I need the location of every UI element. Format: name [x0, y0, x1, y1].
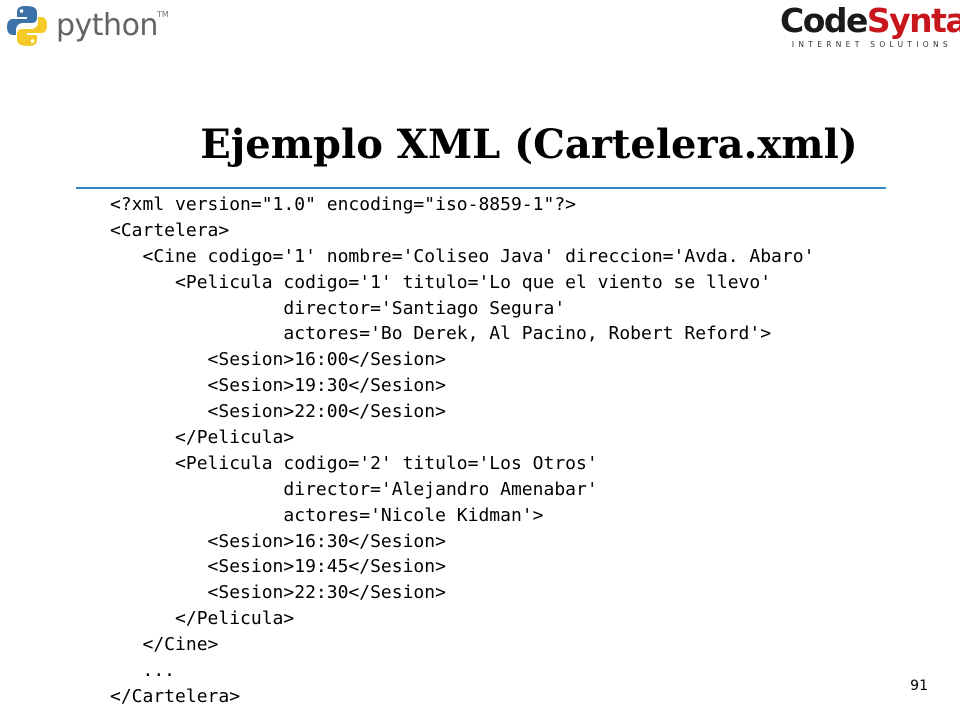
code-line: ...: [110, 660, 176, 682]
code-line: </Cartelera>: [110, 685, 241, 707]
code-line: <Sesion>19:30</Sesion>: [110, 375, 446, 397]
code-line: director='Alejandro Amenabar': [110, 478, 598, 500]
python-snake-icon: [7, 6, 47, 46]
codesyntax-syntax-part: Syntax: [866, 1, 960, 40]
code-line: <Cartelera>: [110, 219, 230, 241]
code-line: <Sesion>22:30</Sesion>: [110, 582, 446, 604]
code-line: <Sesion>16:00</Sesion>: [110, 349, 446, 371]
code-line: </Pelicula>: [110, 427, 295, 449]
code-line: <Sesion>22:00</Sesion>: [110, 401, 446, 423]
slide-title: Ejemplo XML (Cartelera.xml): [200, 121, 858, 168]
code-line: <Pelicula codigo='2' titulo='Los Otros': [110, 452, 598, 474]
page-number: 91: [910, 678, 928, 694]
code-line: <Sesion>16:30</Sesion>: [110, 530, 446, 552]
code-line: actores='Nicole Kidman'>: [110, 504, 544, 526]
codesyntax-logo: CodeSyntax INTERNET SOLUTIONS: [780, 1, 960, 54]
code-line: actores='Bo Derek, Al Pacino, Robert Ref…: [110, 323, 772, 345]
code-line: </Pelicula>: [110, 608, 295, 630]
code-line: <?xml version="1.0" encoding="iso-8859-1…: [110, 194, 576, 215]
python-logo: python TM: [6, 4, 176, 48]
code-line: director='Santiago Segura': [110, 297, 566, 319]
code-line: <Sesion>19:45</Sesion>: [110, 556, 446, 578]
python-trademark: TM: [157, 10, 169, 19]
codesyntax-tagline: INTERNET SOLUTIONS: [791, 40, 952, 49]
python-wordmark: python: [56, 8, 158, 43]
title-divider: [76, 187, 886, 189]
code-line: </Cine>: [110, 634, 219, 656]
codesyntax-wordmark: CodeSyntax: [780, 1, 960, 40]
codesyntax-code-part: Code: [780, 1, 868, 40]
xml-code-block: <?xml version="1.0" encoding="iso-8859-1…: [110, 192, 955, 710]
code-line: <Pelicula codigo='1' titulo='Lo que el v…: [110, 271, 772, 293]
code-line: <Cine codigo='1' nombre='Coliseo Java' d…: [110, 245, 815, 267]
